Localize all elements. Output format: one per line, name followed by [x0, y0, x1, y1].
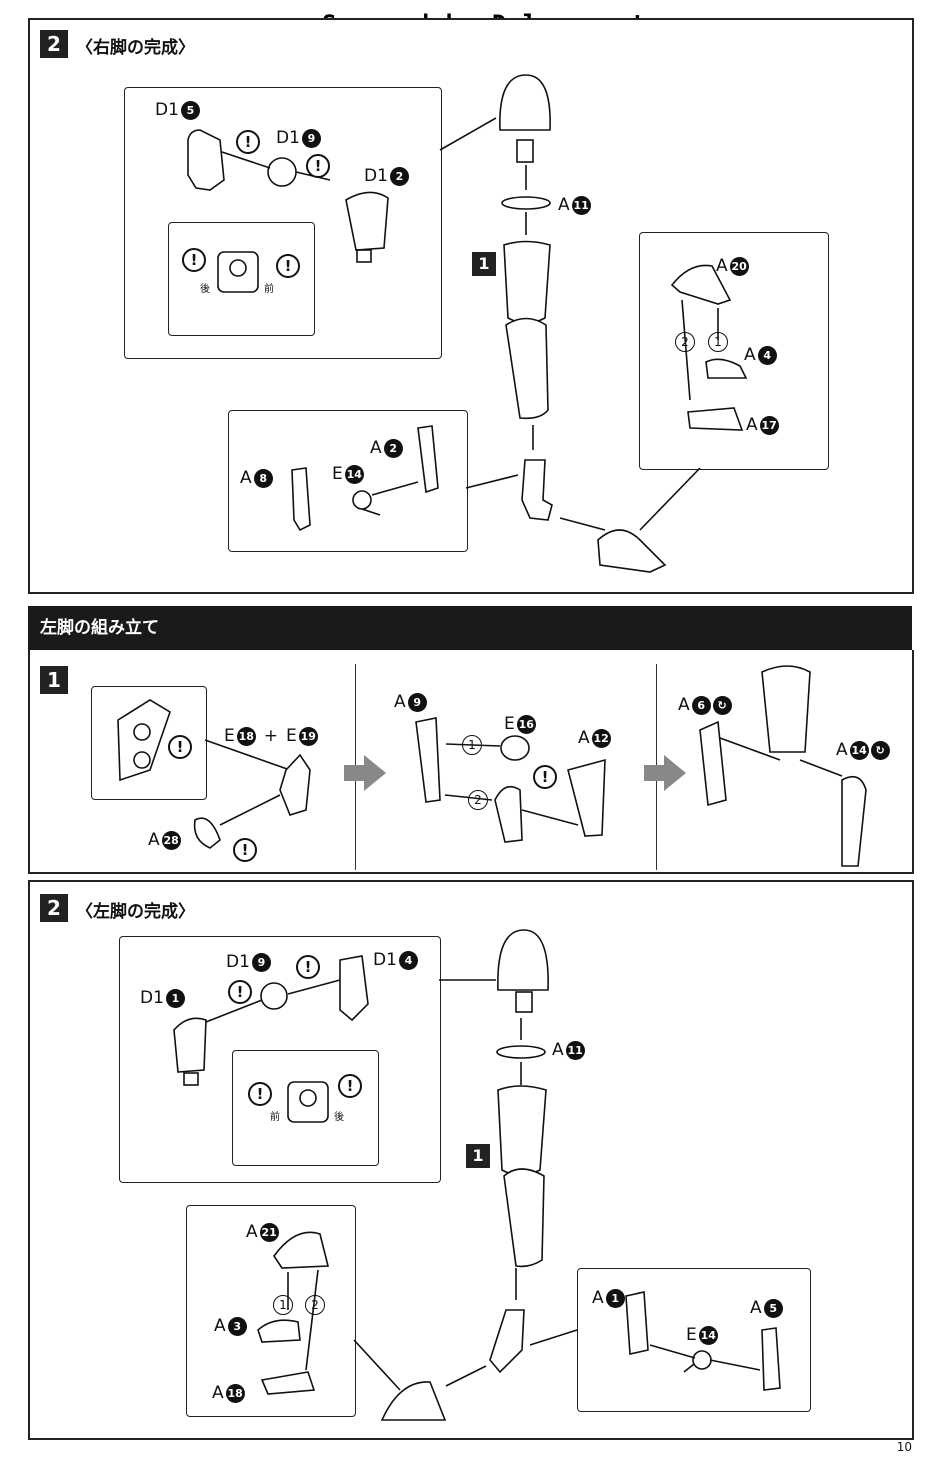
warning-icon: !: [168, 735, 192, 759]
step-title: 〈左脚の完成〉: [76, 902, 195, 922]
order-marker: 1: [708, 332, 728, 352]
next-step-arrow-icon: [644, 755, 686, 791]
step-number-badge: 2: [40, 30, 68, 58]
warning-icon: !: [306, 154, 330, 178]
order-marker: 2: [305, 1295, 325, 1315]
warning-icon: !: [296, 955, 320, 979]
warning-icon: !: [338, 1074, 362, 1098]
sub-step-badge: 1: [466, 1144, 490, 1168]
warning-icon: !: [182, 248, 206, 272]
back-label: 後: [334, 1112, 344, 1123]
order-marker: 2: [675, 332, 695, 352]
order-marker: 2: [468, 790, 488, 810]
warning-icon: !: [533, 765, 557, 789]
step-number-badge: 1: [40, 666, 68, 694]
warning-icon: !: [248, 1082, 272, 1106]
front-label: 前: [264, 284, 274, 295]
warning-icon: !: [228, 980, 252, 1004]
order-marker: 1: [273, 1295, 293, 1315]
step-title: 〈右脚の完成〉: [76, 38, 195, 58]
order-marker: 1: [462, 735, 482, 755]
warning-icon: !: [233, 838, 257, 862]
joint-orientation-inset: [168, 222, 315, 336]
page-number: 10: [896, 1440, 912, 1454]
step-number-badge: 2: [40, 894, 68, 922]
sub-step-badge: 1: [472, 252, 496, 276]
front-label: 前: [270, 1112, 280, 1123]
cement-mark-icon: ↻: [870, 740, 890, 760]
joint-orientation-inset: [232, 1050, 379, 1166]
section-banner-left-leg-assembly: 左脚の組み立て: [28, 606, 912, 650]
warning-icon: !: [276, 254, 300, 278]
next-step-arrow-icon: [344, 755, 386, 791]
warning-icon: !: [236, 130, 260, 154]
back-label: 後: [200, 284, 210, 295]
cement-mark-icon: ↻: [712, 695, 732, 715]
